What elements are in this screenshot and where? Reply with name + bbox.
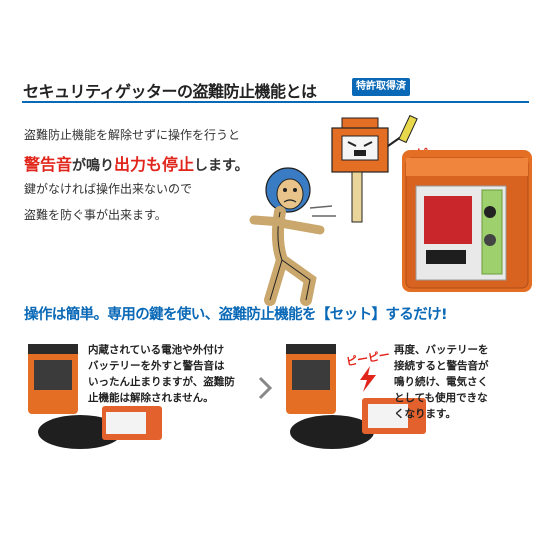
header-divider [22, 101, 529, 103]
right-caption-line-1: 再度、バッテリーを [394, 344, 489, 356]
chevron-right-icon [258, 376, 272, 400]
intro-line-4: 盗難を防ぐ事が出来ます。 [24, 208, 167, 222]
left-caption-line-4: 止機能は解除されません。 [88, 392, 214, 404]
battery-face-right [368, 404, 408, 428]
intro-line-2: 警告音が鳴り出力も停止します。 [24, 151, 249, 175]
left-caption-line-2: バッテリーを外すと警告音は [88, 360, 225, 372]
device-top-right [286, 344, 336, 354]
intro-line-2-text-a: が鳴り [72, 158, 115, 174]
headline-instruction: 操作は簡単。専用の鍵を使い、盗難防止機能を【セット】するだけ! [24, 307, 448, 323]
lightning-icon [360, 366, 376, 392]
page-title: セキュリティゲッターの盗難防止機能とは [23, 82, 317, 101]
device-top-left [28, 344, 78, 354]
thief-illustration [249, 167, 336, 306]
device-panel-left [34, 360, 72, 390]
right-caption-line-5: くなります。 [394, 408, 456, 420]
device-panel-right [292, 360, 330, 390]
patent-badge: 特許取得済 [352, 78, 410, 96]
intro-line-1: 盗難防止機能を解除せずに操作を行うと [24, 128, 241, 142]
right-caption: 再度、バッテリーを 接続すると警告音が 鳴り続け、電気さく としても使用できな … [394, 342, 489, 422]
device-closeup-illustration [402, 150, 532, 292]
output-stop-text: 出力も停止 [114, 155, 195, 174]
intro-line-3: 鍵がなければ操作出来ないので [24, 182, 193, 196]
right-caption-line-4: としても使用できな [394, 392, 488, 404]
left-caption-line-1: 内蔵されている電池や外付け [88, 344, 225, 356]
left-caption: 内蔵されている電池や外付け バッテリーを外すと警告音は いったん止まりますが、盗… [88, 342, 235, 406]
warning-sound-text: 警告音 [24, 155, 73, 174]
device-base-right [290, 415, 374, 449]
left-caption-line-3: いったん止まりますが、盗難防 [88, 376, 235, 388]
battery-face-left [106, 412, 146, 434]
intro-line-2-text-b: します。 [194, 158, 249, 174]
right-caption-line-2: 接続すると警告音が [394, 360, 489, 372]
right-caption-line-3: 鳴り続け、電気さく [394, 376, 488, 388]
